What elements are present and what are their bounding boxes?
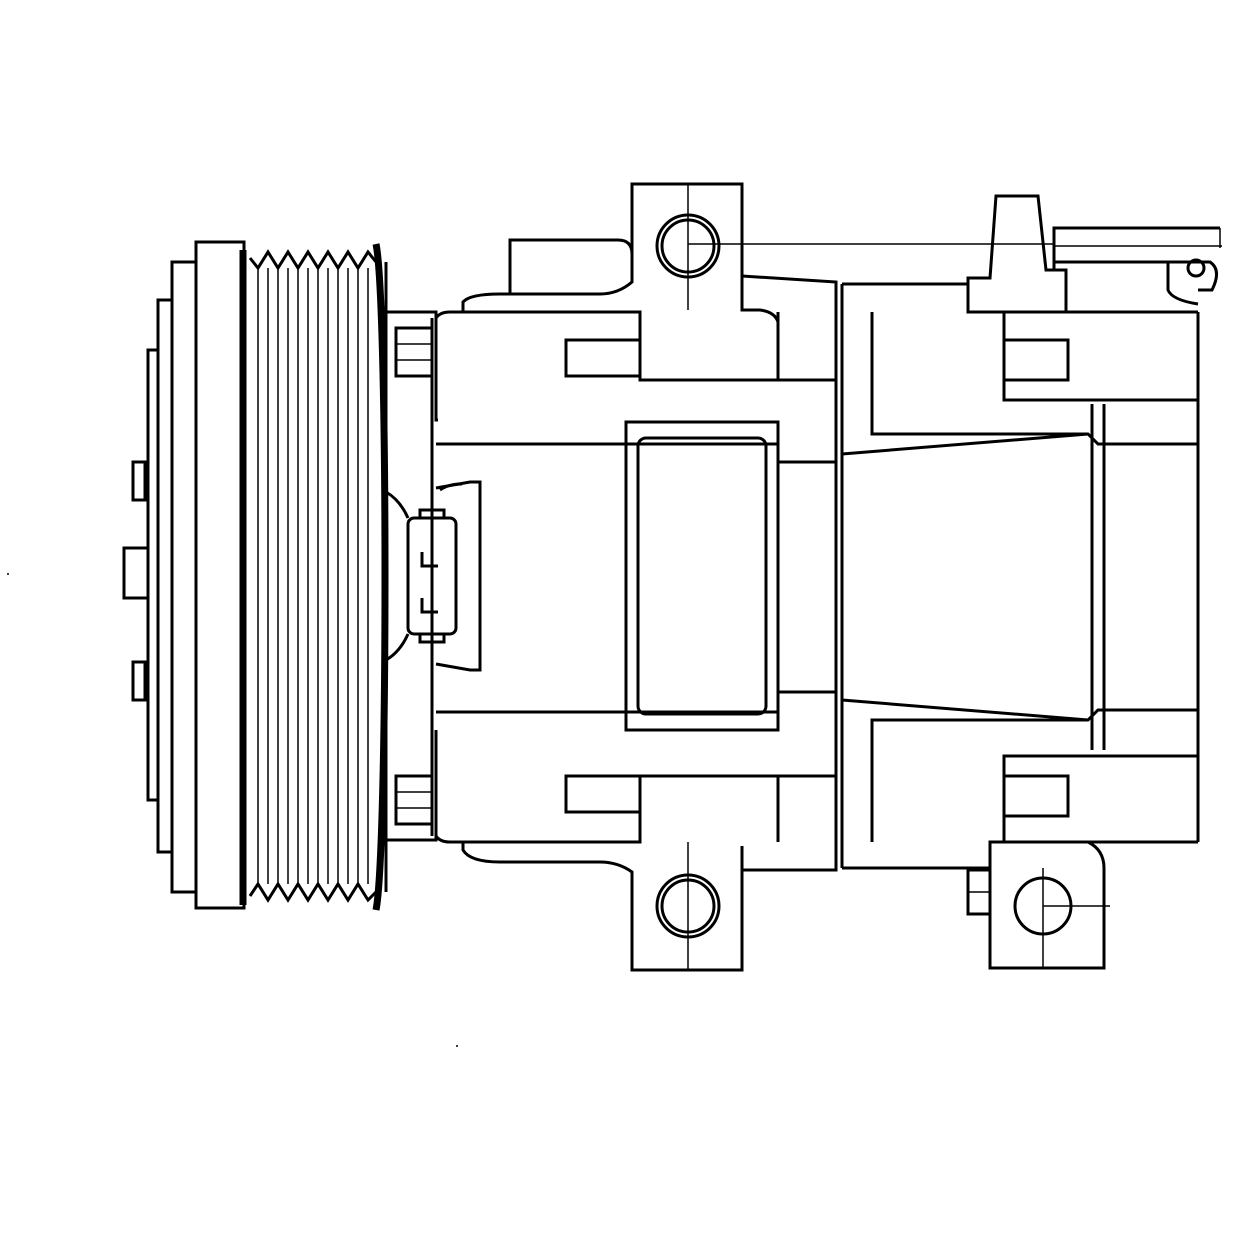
label-plate [624, 420, 780, 732]
rear-housing [840, 282, 1200, 870]
pulley [194, 240, 389, 911]
mount-hole-bottom-front [655, 842, 721, 970]
front-housing [386, 182, 838, 972]
mount-hole-top-front [655, 184, 1054, 310]
speck-mark [7, 573, 9, 575]
front-bolt-top [394, 326, 434, 378]
rear-bottom-mount [966, 840, 1106, 970]
speck-mark [456, 1045, 458, 1047]
mount-hole-bottom-rear [1013, 868, 1110, 968]
front-bolt-bottom [394, 774, 434, 826]
electrical-connector [385, 480, 482, 672]
clutch-front-plate [122, 260, 196, 894]
top-rear-fitting [966, 194, 1222, 312]
pulley-groove-lines [257, 268, 369, 884]
